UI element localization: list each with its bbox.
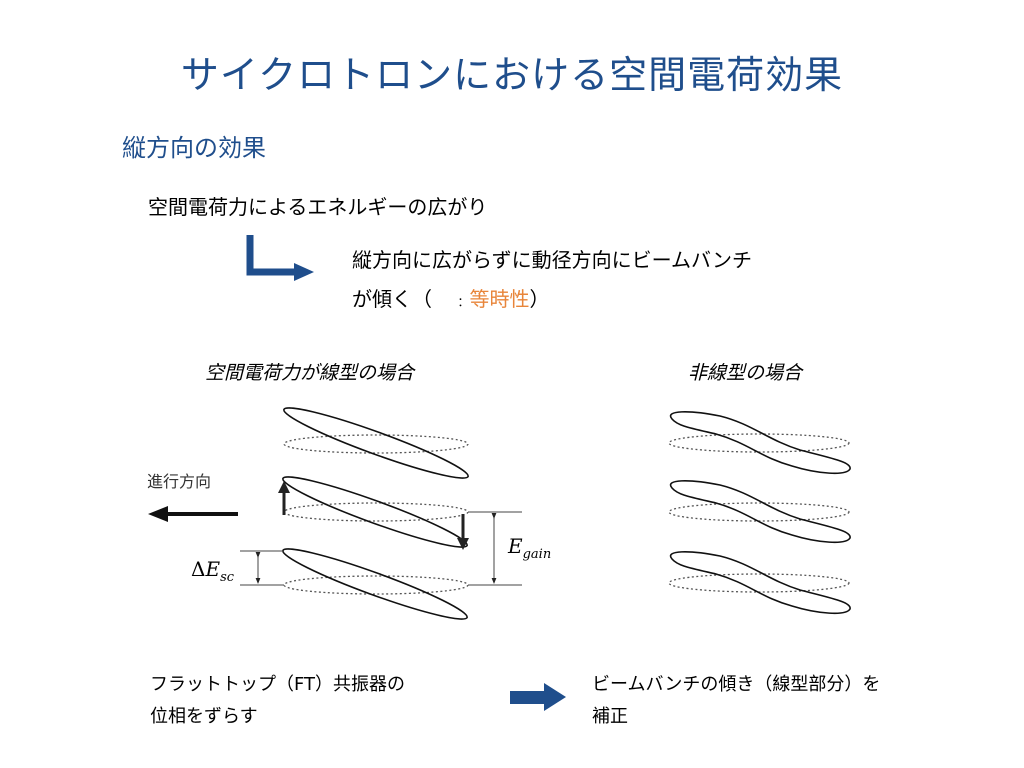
result-prefix: が傾く（ [352,287,432,311]
l-arrow [246,235,314,281]
nonlinear-bunches [668,411,851,615]
bunch-ellipse [282,548,468,620]
delta-symbol: Δ [191,557,206,581]
effect-text: 空間電荷力によるエネルギーの広がり [148,195,488,219]
space-charge-energy-label: ΔEsc [191,557,234,585]
energy-gain-label: Egain [508,534,551,562]
result-line-1: 縦方向に広がらずに動径方向にビームバンチ [352,248,752,272]
section-heading: 縦方向の効果 [122,134,266,162]
orbit-ellipse [668,502,850,522]
linear-bunches [282,407,469,620]
caption-linear: 空間電荷力が線型の場合 [205,362,415,384]
direction-arrow [148,506,238,522]
gain-subscript: gain [522,547,552,562]
isochronism-highlight: 等時性 [469,287,530,311]
orbit-ellipse [283,434,469,454]
orbit-ellipse [283,575,469,595]
bottom-right-line-2: 補正 [592,706,628,727]
direction-label: 進行方向 [147,472,212,491]
energy-gain-dimension [468,511,522,586]
space-charge-dimension [240,550,284,586]
bunch-ellipse [283,407,469,479]
s-bunch [669,551,851,615]
caption-nonlinear: 非線型の場合 [688,362,803,384]
bottom-left-line-1: フラットトップ（FT）共振器の [150,674,406,695]
orbit-ellipse [668,573,850,593]
s-bunch [669,411,851,475]
bottom-right-line-1: ビームバンチの傾き（線型部分）を [592,674,881,695]
sc-symbol: E [205,557,221,581]
gain-symbol: E [508,534,523,558]
result-suffix: ） [529,287,550,311]
page-title: サイクロトロンにおける空間電荷効果 [180,53,844,97]
bottom-arrow [510,683,566,711]
bottom-left-line-2: 位相をずらす [150,706,258,727]
result-line-2: が傾く（ ：等時性） [352,283,549,312]
orbit-ellipse [668,433,850,453]
bunch-ellipse [282,476,468,548]
result-colon: ： [457,295,470,309]
sc-subscript: sc [220,570,235,585]
orbit-ellipse [283,502,469,522]
s-bunch [669,480,851,544]
